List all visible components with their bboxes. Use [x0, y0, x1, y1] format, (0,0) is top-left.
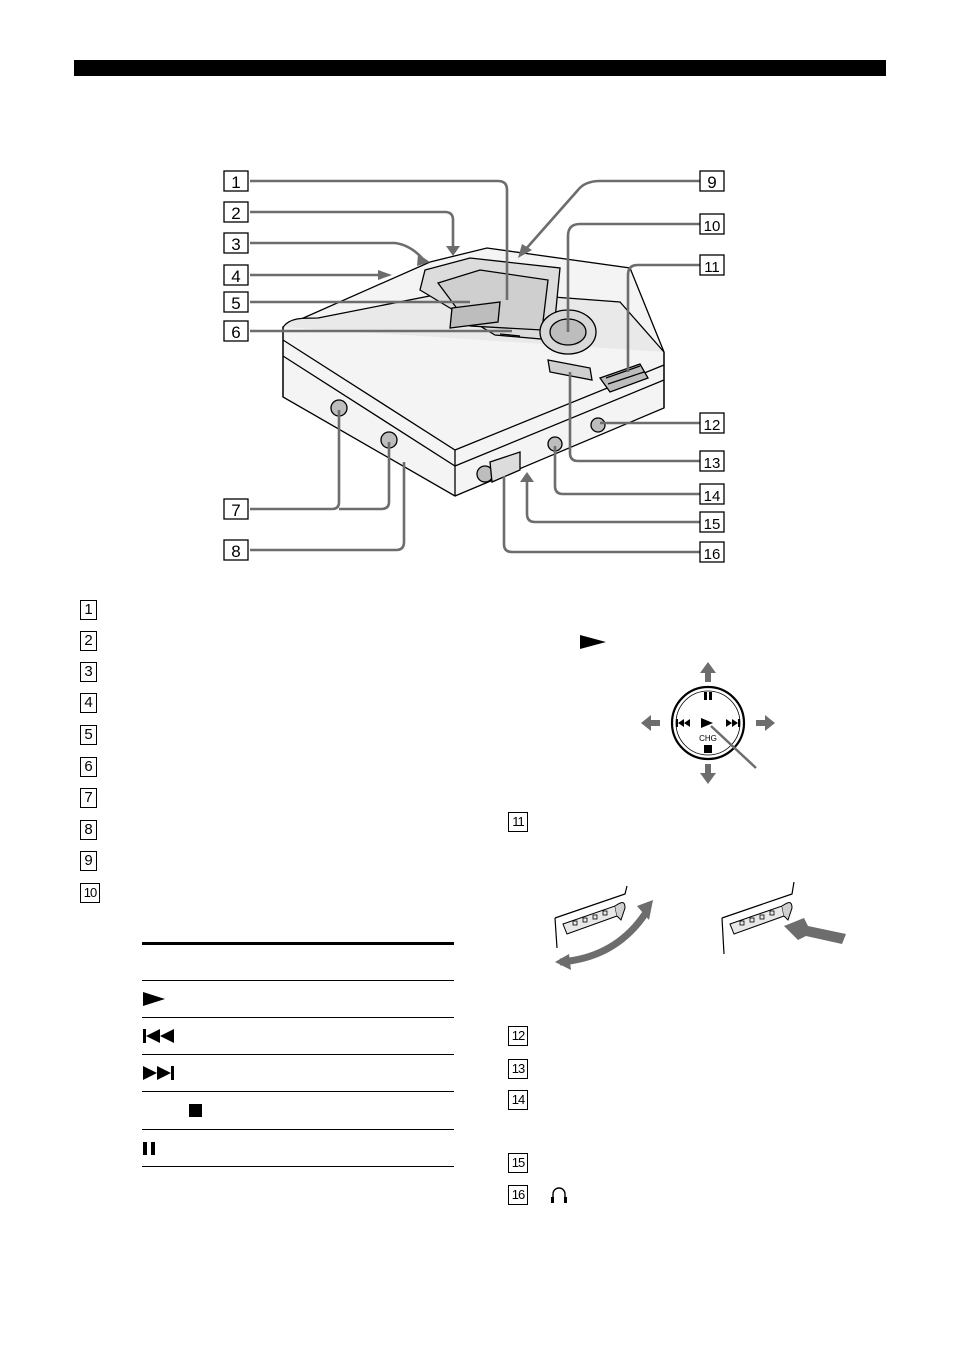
callout-5: 5 — [231, 294, 240, 313]
callout-boxes — [223, 170, 725, 563]
table-bottom-rule — [142, 1166, 454, 1167]
table-row-divider — [142, 1129, 454, 1130]
callout-14: 14 — [704, 488, 721, 505]
legend-number-1: 1 — [80, 600, 97, 620]
legend-number-8: 8 — [80, 820, 97, 840]
next-track-icon — [143, 1066, 174, 1080]
control-dial-diagram: CHG — [641, 662, 775, 784]
callout-4: 4 — [231, 267, 240, 286]
legend-number-5: 5 — [80, 725, 97, 745]
callout-10: 10 — [704, 218, 721, 235]
legend-number-12: 12 — [508, 1026, 528, 1046]
legend-number-15: 15 — [508, 1153, 528, 1173]
callout-15: 15 — [704, 516, 721, 533]
legend-number-4: 4 — [80, 693, 97, 713]
jog-dial-push-illustration — [721, 881, 846, 955]
legend-number-13: 13 — [508, 1059, 528, 1079]
table-top-rule — [142, 942, 454, 945]
callout-arrowheads — [378, 244, 534, 482]
callout-6: 6 — [231, 323, 240, 342]
chg-label: CHG — [699, 734, 717, 743]
legend-number-10: 10 — [80, 883, 100, 903]
callout-3: 3 — [231, 235, 240, 254]
legend-number-6: 6 — [80, 757, 97, 777]
legend-number-16: 16 — [508, 1185, 528, 1205]
callout-9: 9 — [707, 173, 716, 192]
play-icon — [143, 992, 165, 1006]
table-row-divider — [142, 1091, 454, 1092]
device-diagram: 1 2 3 4 5 6 7 8 9 10 11 12 13 14 15 16 — [223, 170, 725, 563]
header-bar — [74, 60, 886, 76]
legend-number-2: 2 — [80, 631, 97, 651]
table-row-divider — [142, 1017, 454, 1018]
legend-number-9: 9 — [80, 851, 97, 871]
stop-icon — [189, 1104, 202, 1117]
pause-icon — [143, 1142, 155, 1155]
callout-16: 16 — [704, 546, 721, 563]
headphones-icon — [551, 1187, 567, 1203]
callout-numbers: 1 2 3 4 5 6 7 8 9 10 11 12 13 14 15 16 — [231, 173, 720, 563]
callout-1: 1 — [231, 173, 240, 192]
legend-number-3: 3 — [80, 662, 97, 682]
callout-7: 7 — [231, 501, 240, 520]
callout-leader-lines — [250, 179, 700, 554]
previous-track-icon — [143, 1029, 174, 1043]
callout-2: 2 — [231, 204, 240, 223]
table-row-divider — [142, 980, 454, 981]
play-icon — [580, 635, 606, 649]
legend-number-14: 14 — [508, 1090, 528, 1110]
callout-11: 11 — [704, 259, 720, 276]
legend-number-7: 7 — [80, 788, 97, 808]
table-row-divider — [142, 1054, 454, 1055]
callout-13: 13 — [704, 455, 721, 472]
legend-number-11: 11 — [508, 812, 528, 832]
callout-12: 12 — [704, 417, 721, 434]
callout-8: 8 — [231, 542, 240, 561]
jog-dial-rotate-illustration — [554, 885, 653, 970]
